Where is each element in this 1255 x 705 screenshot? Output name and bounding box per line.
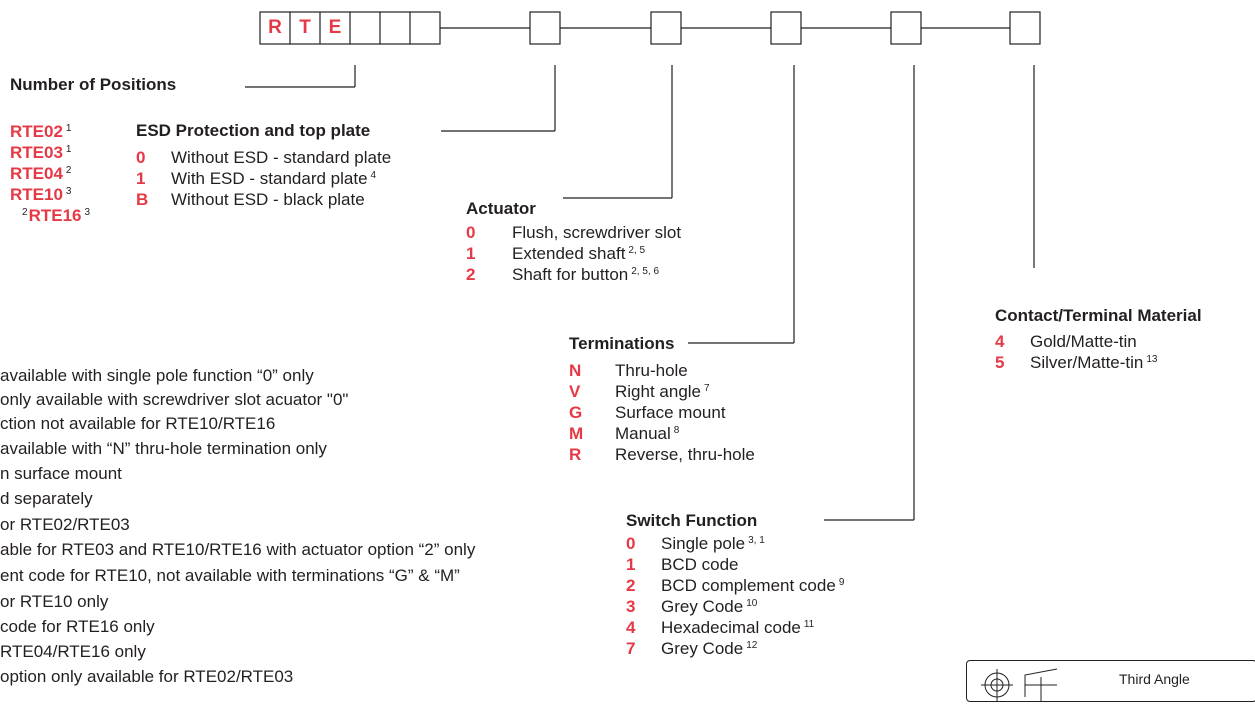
footnote-12: RTE04/RTE16 only	[0, 642, 146, 661]
footnote-7: or RTE02/RTE03	[0, 515, 130, 534]
footnote-5: n surface mount	[0, 464, 122, 483]
footnote-11: code for RTE16 only	[0, 617, 155, 636]
code-letter-t: T	[299, 17, 311, 38]
footnote-6: d separately	[0, 489, 93, 508]
footnote-10: or RTE10 only	[0, 592, 109, 611]
footnote-8: able for RTE03 and RTE10/RTE16 with actu…	[0, 540, 476, 559]
code-letter-e: E	[328, 17, 342, 38]
esd-title: ESD Protection and top plate	[136, 121, 371, 140]
footnote-13: option only available for RTE02/RTE03	[0, 667, 294, 686]
actuator-title: Actuator	[466, 199, 536, 218]
footnote-1: available with single pole function “0” …	[0, 366, 314, 385]
switch-function-title: Switch Function	[626, 511, 758, 530]
third-angle-projection-block: Third Angle	[966, 660, 1255, 702]
footnote-9: ent code for RTE10, not available with t…	[0, 566, 460, 585]
footnote-3: ction not available for RTE10/RTE16	[0, 414, 276, 433]
positions-title: Number of Positions	[10, 75, 177, 94]
third-angle-projection-icon	[981, 668, 1058, 701]
third-angle-label: Third Angle	[1119, 671, 1190, 687]
contact-material-title: Contact/Terminal Material	[995, 306, 1202, 325]
footnote-4: available with “N” thru-hole termination…	[0, 439, 327, 458]
terminations-title: Terminations	[569, 334, 675, 353]
footnote-2: only available with screwdriver slot acu…	[0, 390, 349, 409]
code-letter-r: R	[268, 17, 282, 38]
